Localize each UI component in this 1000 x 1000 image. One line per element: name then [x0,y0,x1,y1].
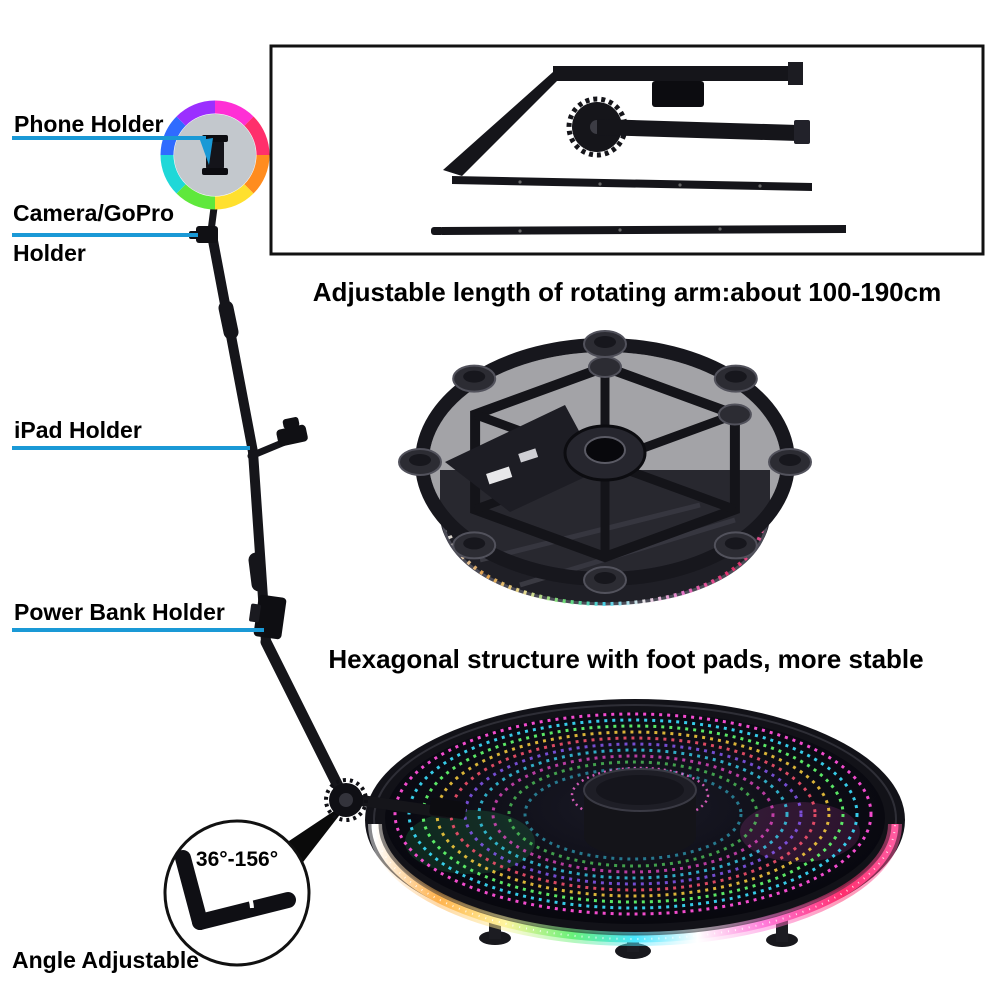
angle-arc [204,877,254,909]
foot-pads [398,330,812,594]
rotating-arm-caption: Adjustable length of rotating arm:about … [312,277,942,307]
ipad-holder-callout-line [12,446,250,450]
angle-range-label: 36°-156° [195,848,279,871]
phone-holder-callout-line [12,136,206,140]
arm-mount-plate [429,797,467,820]
ring-light [160,100,270,210]
camera-gopro-label-line1: Camera/GoPro [13,200,175,226]
angle-arm-shape [175,850,296,930]
base-structure-caption: Hexagonal structure with foot pads, more… [328,644,924,674]
ipad-holder-label: iPad Holder [14,417,142,443]
center-cylinder [570,766,710,857]
power-bank-holder-mount [249,594,287,640]
phone-holder-label: Phone Holder [14,111,164,137]
led-dot-rings [393,712,873,916]
ipad-holder-mount [247,417,308,460]
phone-holder-arrow [200,138,213,165]
power-bank-callout-line [12,628,264,632]
turntable-base [398,330,812,606]
rotating-arm-parts [269,44,985,256]
base-led-strip [445,519,765,606]
rotation-hinge [324,778,368,822]
angle-range-diagram [163,799,352,967]
power-bank-holder-label: Power Bank Holder [14,599,225,625]
angle-adjustable-label: Angle Adjustable [12,947,199,973]
camera-gopro-label-line2: Holder [13,240,86,266]
glass-platform [365,699,905,959]
camera-gopro-callout-line [12,233,198,237]
